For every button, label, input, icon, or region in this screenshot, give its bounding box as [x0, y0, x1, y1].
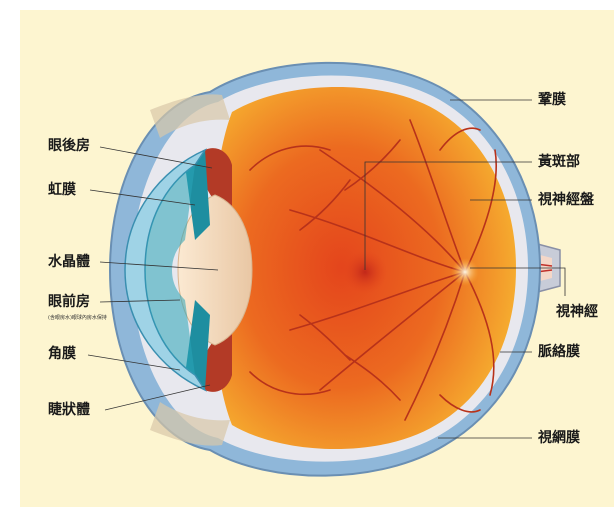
label-macula: 黃斑部: [538, 154, 580, 170]
label-cornea: 角膜: [48, 346, 76, 362]
optic-disc-spot: [451, 258, 479, 286]
label-anterior-chamber-note: (含眼房水)眼球內房水保持: [48, 314, 107, 321]
label-sclera: 鞏膜: [538, 92, 566, 108]
label-anterior-chamber: 眼前房: [48, 294, 90, 310]
label-retina: 視網膜: [538, 430, 580, 446]
label-iris: 虹膜: [48, 182, 76, 198]
label-optic-nerve: 視神經: [556, 304, 598, 320]
label-lens: 水晶體: [48, 254, 90, 270]
label-ciliary-body: 睫狀體: [48, 402, 90, 418]
label-posterior-chamber: 眼後房: [48, 138, 90, 154]
label-optic-disc: 視神經盤: [538, 192, 594, 208]
label-choroid: 脈絡膜: [538, 344, 580, 360]
